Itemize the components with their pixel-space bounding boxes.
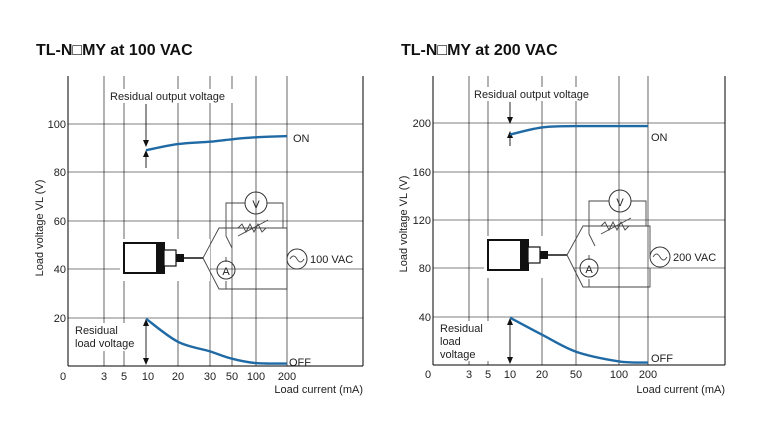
chart-right-series-off-label: OFF: [651, 353, 673, 365]
chart-right-circuit-diagram: V A 200 VAC: [484, 189, 724, 288]
chart-right-grid: [433, 76, 725, 365]
chart-right-arrow: [507, 102, 513, 364]
chart-right-residual-load-label: voltage: [440, 349, 475, 361]
chart-right-ytick: 200: [413, 118, 431, 130]
chart-left-xtick: 3: [101, 371, 107, 383]
chart-right-xtick: 3: [466, 369, 472, 381]
chart-right-ytick: 40: [419, 312, 431, 324]
chart-left-xtick: 200: [278, 371, 296, 383]
ammeter-icon: [579, 258, 599, 278]
chart-left-series-off-line: [145, 317, 288, 365]
chart-left-ytick: 20: [54, 313, 66, 325]
chart-left-ytick: 60: [54, 216, 66, 228]
chart-left-ylabel: Load voltage VL (V): [34, 180, 46, 277]
chart-left-xlabel: Load current (mA): [274, 384, 363, 396]
chart-right-xlabel: Load current (mA): [636, 384, 725, 396]
ammeter-label: A: [585, 264, 593, 276]
chart-right-residual-load-label: load: [440, 336, 461, 348]
ammeter-label: A: [222, 266, 230, 278]
chart-left-xtick: 20: [172, 371, 184, 383]
chart-right-ytick: 80: [419, 263, 431, 275]
chart-left-xtick: 50: [226, 371, 238, 383]
chart-right-ylabel: Load voltage VL (V): [398, 176, 410, 273]
chart-right-xtick: 50: [570, 369, 582, 381]
chart-left-title: TL-N□MY at 100 VAC: [36, 42, 193, 59]
chart-right-title: TL-N□MY at 200 VAC: [401, 42, 558, 59]
chart-right-xtick: 0: [425, 369, 431, 381]
chart-right-supply-label: 200 VAC: [673, 252, 716, 264]
chart-right-series-on-label: ON: [651, 132, 668, 144]
chart-left-series-on-label: ON: [293, 133, 310, 145]
chart-left-residual-output-label: Residual output voltage: [110, 91, 225, 103]
ac-source-icon: [649, 246, 671, 268]
chart-right-residual-load-label: Residual: [440, 323, 483, 335]
chart-left-xtick: 10: [142, 371, 154, 383]
chart-right-residual-output-label: Residual output voltage: [474, 89, 589, 101]
chart-right-series-off-line: [509, 316, 649, 364]
chart-right-xtick: 10: [504, 369, 516, 381]
chart-left-grid: [68, 76, 363, 366]
chart-left-ytick: 40: [54, 264, 66, 276]
chart-right-ytick: 120: [413, 215, 431, 227]
ammeter-icon: [216, 260, 236, 280]
chart-left: TL-N□MY at 100 VAC Load voltage VL (V) L…: [34, 42, 364, 396]
chart-left-xtick: 100: [247, 371, 265, 383]
voltmeter-icon: [244, 191, 268, 215]
chart-right-series-on-line: [509, 124, 648, 136]
chart-left-arrow: [143, 104, 149, 365]
chart-right-xtick: 5: [485, 369, 491, 381]
chart-left-residual-load-label: load voltage: [75, 338, 134, 350]
chart-right-xtick: 200: [639, 369, 657, 381]
voltmeter-label: V: [616, 197, 624, 209]
chart-right-ytick: 160: [413, 167, 431, 179]
chart-left-ytick: 100: [48, 119, 66, 131]
chart-left-series-on-line: [145, 134, 288, 152]
voltmeter-label: V: [252, 199, 260, 211]
chart-right-xtick: 20: [536, 369, 548, 381]
chart-left-xtick: 5: [121, 371, 127, 383]
ac-source-icon: [286, 248, 308, 270]
chart-left-residual-load-label: Residual: [75, 325, 118, 337]
resistor-icon: [237, 222, 267, 234]
chart-left-xtick: 30: [204, 371, 216, 383]
resistor-icon: [600, 220, 630, 232]
chart-left-circuit-diagram: V A 100 VAC: [120, 191, 361, 290]
chart-left-ytick: 80: [54, 167, 66, 179]
chart-left-series-off-label: OFF: [289, 357, 311, 369]
chart-right-xtick: 100: [610, 369, 628, 381]
chart-left-xtick: 0: [60, 371, 66, 383]
voltmeter-icon: [608, 189, 632, 213]
chart-left-supply-label: 100 VAC: [310, 254, 353, 266]
chart-right: TL-N□MY at 200 VAC Load voltage VL (V) L…: [398, 42, 726, 396]
